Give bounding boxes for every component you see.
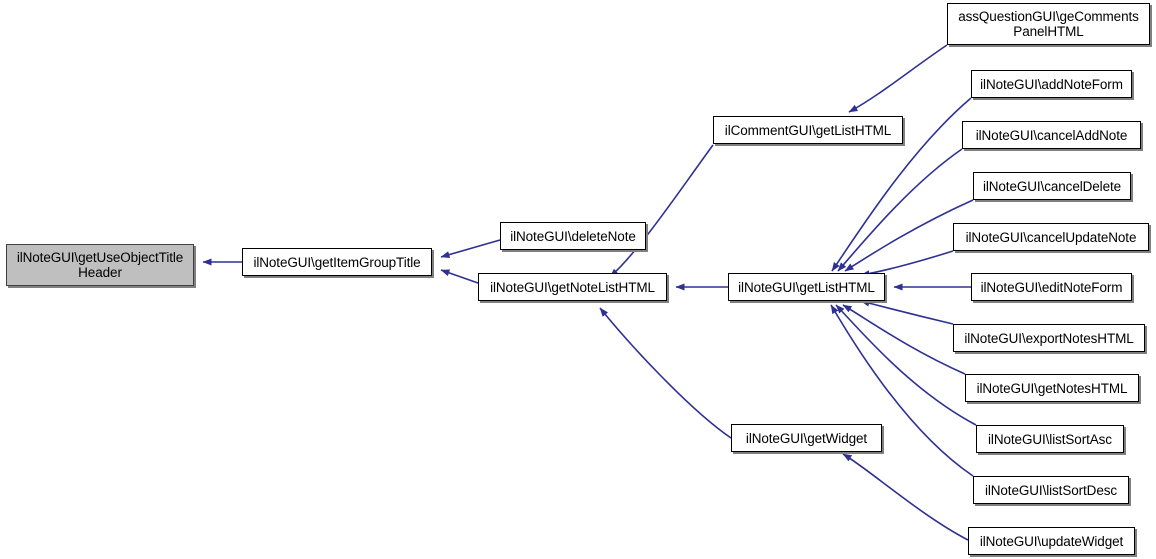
- graph-node-getNoteListHTML[interactable]: ilNoteGUI\getNoteListHTML: [478, 273, 667, 301]
- graph-edge: [440, 269, 479, 284]
- graph-node-deleteNote[interactable]: ilNoteGUI\deleteNote: [500, 222, 646, 250]
- graph-node-listSortAsc[interactable]: ilNoteGUI\listSortAsc: [976, 425, 1124, 453]
- graph-node-addNoteForm[interactable]: ilNoteGUI\addNoteForm: [971, 70, 1132, 98]
- graph-node-geCommentsPanelHTML[interactable]: assQuestionGUI\geComments PanelHTML: [947, 3, 1150, 45]
- graph-edge: [842, 304, 966, 375]
- graph-node-updateWidget[interactable]: ilNoteGUI\updateWidget: [968, 527, 1135, 555]
- graph-node-getNotesHTML[interactable]: ilNoteGUI\getNotesHTML: [965, 374, 1139, 402]
- graph-edge: [835, 304, 977, 426]
- graph-edge: [842, 453, 969, 541]
- graph-node-cancelDelete[interactable]: ilNoteGUI\cancelDelete: [973, 172, 1131, 200]
- graph-edge: [599, 307, 732, 439]
- graph-node-exportNotesHTML[interactable]: ilNoteGUI\exportNotesHTML: [953, 324, 1145, 352]
- graph-node-listSortDesc[interactable]: ilNoteGUI\listSortDesc: [973, 476, 1129, 504]
- graph-edge: [837, 148, 963, 272]
- graph-node-commentGetListHTML[interactable]: ilCommentGUI\getListHTML: [713, 116, 903, 144]
- graph-node-getUseObjectTitleHeader[interactable]: ilNoteGUI\getUseObjectTitle Header: [6, 244, 194, 286]
- graph-node-getItemGroupTitle[interactable]: ilNoteGUI\getItemGroupTitle: [242, 248, 432, 276]
- graph-edge: [609, 144, 714, 278]
- graph-edge: [860, 299, 954, 325]
- graph-edge: [860, 250, 954, 278]
- graph-edge: [848, 44, 948, 113]
- graph-edge: [440, 239, 501, 259]
- graph-node-editNoteForm[interactable]: ilNoteGUI\editNoteForm: [971, 273, 1132, 301]
- graph-node-getListHTML[interactable]: ilNoteGUI\getListHTML: [728, 273, 885, 301]
- graph-node-getWidget[interactable]: ilNoteGUI\getWidget: [731, 424, 882, 452]
- graph-node-cancelAddNote[interactable]: ilNoteGUI\cancelAddNote: [962, 121, 1141, 149]
- graph-node-cancelUpdateNote[interactable]: ilNoteGUI\cancelUpdateNote: [953, 223, 1149, 251]
